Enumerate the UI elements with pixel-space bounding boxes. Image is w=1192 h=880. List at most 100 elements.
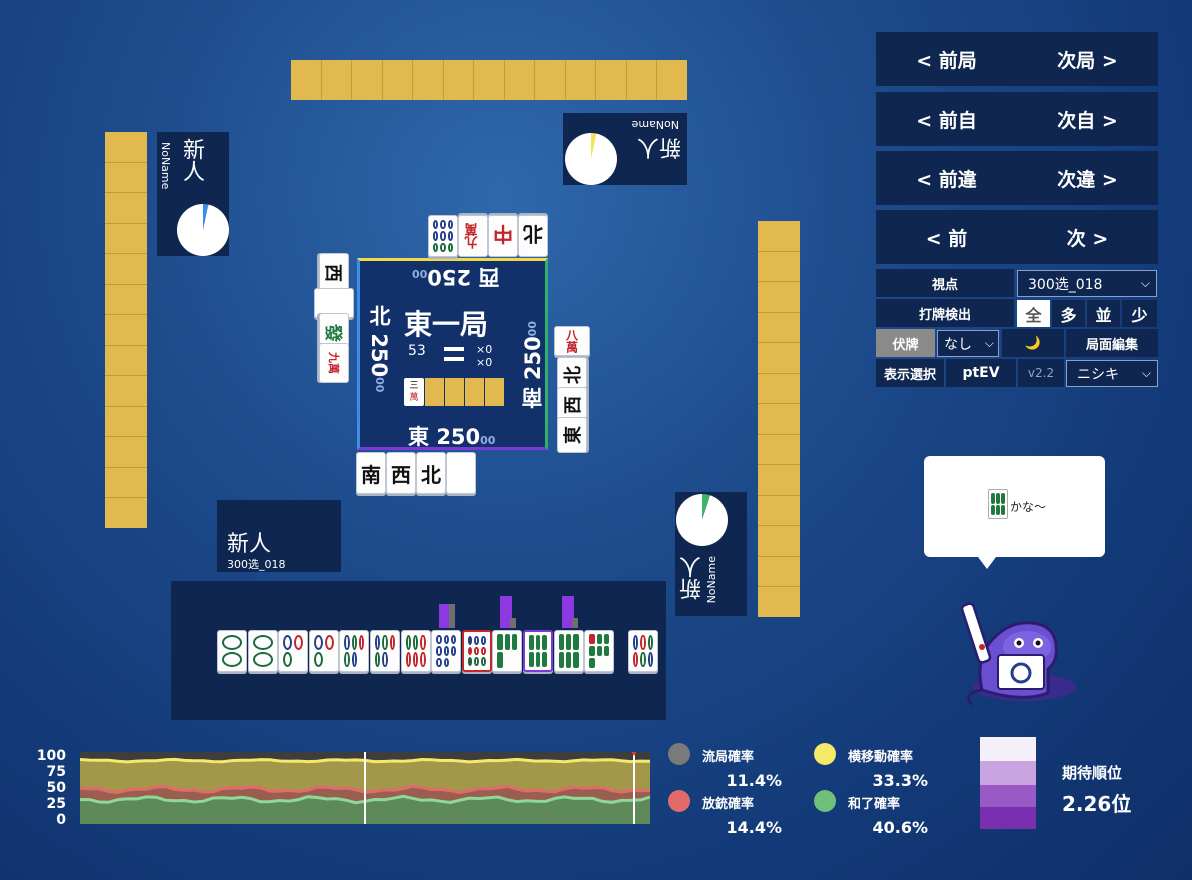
left-player-id: NoName	[159, 142, 172, 190]
hand-pin-tile[interactable]	[461, 630, 492, 672]
ptev-button[interactable]: ptEV	[946, 359, 1016, 387]
wall-tile	[758, 465, 800, 495]
hand-pin-tile[interactable]	[431, 630, 462, 672]
score-top-sub: 00	[412, 267, 428, 280]
detect-option-all[interactable]: 全	[1017, 300, 1050, 327]
wall-tile	[504, 60, 534, 100]
left-player-panel: 新人 NoName	[157, 132, 229, 256]
top-discard-tile: 九萬	[458, 215, 488, 257]
score-left-wind: 北	[367, 305, 392, 326]
hand-pin-tile[interactable]	[278, 630, 309, 672]
hand-pin-tile[interactable]	[400, 630, 431, 672]
dora-hidden-tile-1	[425, 378, 444, 406]
top-discard-tile: 北	[518, 215, 548, 257]
score-left-sub: 00	[373, 377, 386, 393]
next-round-button[interactable]: 次局 >	[1057, 49, 1118, 72]
wall-tile	[105, 467, 147, 497]
legend-label-yokoido: 横移動確率	[848, 750, 914, 765]
wall-tile	[321, 60, 351, 100]
wall-tile	[657, 60, 687, 100]
bottom-discard-tile: 南	[356, 452, 386, 494]
expected-rank-gauge	[980, 737, 1036, 829]
prev-diff-button[interactable]: < 前違	[916, 168, 977, 191]
wall-tile	[758, 434, 800, 464]
wall-tile	[105, 193, 147, 223]
left-discard-label: 發	[322, 324, 343, 342]
dora-hidden-tile-3	[465, 378, 484, 406]
viewpoint-select[interactable]: 300选_018 ⌵	[1017, 270, 1157, 297]
wall-tile	[758, 556, 800, 586]
left-wall	[105, 132, 147, 528]
model-select[interactable]: ニシキ ⌵	[1066, 360, 1158, 387]
diff-nav: < 前違 次違 >	[876, 151, 1158, 205]
hand-sou-tile[interactable]	[553, 630, 584, 672]
eval-bar-secondary	[571, 618, 578, 628]
drawn-pin-tile[interactable]	[628, 630, 658, 672]
left-player-pie	[177, 204, 229, 256]
legend-label-houra: 和了確率	[848, 797, 901, 812]
chevron-down-icon: ⌵	[984, 336, 994, 350]
wall-tile	[626, 60, 656, 100]
hidden-tiles-select[interactable]: なし ⌵	[937, 330, 999, 357]
moon-icon[interactable]: 🌙	[1002, 329, 1064, 357]
right-wall	[758, 221, 800, 617]
wall-tile	[105, 437, 147, 467]
detect-option-few[interactable]: 少	[1122, 300, 1157, 327]
detect-option-normal[interactable]: 並	[1087, 300, 1120, 327]
step-nav: < 前 次 >	[876, 210, 1158, 264]
score-left-value: 250	[367, 333, 391, 378]
right-discard-label: 北	[563, 366, 584, 384]
eval-bar-secondary	[449, 604, 456, 628]
prev-round-button[interactable]: < 前局	[916, 49, 977, 72]
wall-tile	[105, 498, 147, 528]
detect-option-many[interactable]: 多	[1052, 300, 1085, 327]
wall-tile	[758, 221, 800, 251]
wall-tile	[596, 60, 626, 100]
hand-sou-tile[interactable]	[523, 630, 553, 672]
wall-tile	[758, 251, 800, 281]
hand-sou-tile[interactable]	[584, 630, 615, 672]
hidden-tiles-button[interactable]: 伏牌	[876, 329, 935, 357]
wall-tile	[105, 223, 147, 253]
hand-pin-tile[interactable]	[247, 630, 278, 672]
eval-bar	[500, 596, 513, 628]
top-discard-label: 中	[493, 222, 513, 247]
board-edit-button[interactable]: 局面編集	[1066, 329, 1158, 357]
legend-dot-ryukyoku	[668, 743, 690, 765]
wall-tile	[352, 60, 382, 100]
score-bottom-value: 250	[436, 425, 481, 449]
wall-tile	[413, 60, 443, 100]
viewpoint-label: 視点	[876, 269, 1014, 297]
next-diff-button[interactable]: 次違 >	[1057, 168, 1118, 191]
bottom-player-id: 300选_018	[227, 558, 286, 571]
score-right-wind: 南	[520, 387, 545, 409]
next-button[interactable]: 次 >	[1066, 227, 1109, 250]
score-bottom-sub: 00	[480, 434, 496, 447]
hand-pin-tile[interactable]	[308, 630, 339, 672]
y-tick-label: 100	[36, 748, 66, 764]
wall-tile	[474, 60, 504, 100]
hand-pin-tile[interactable]	[217, 630, 247, 672]
dora-number: 三	[409, 381, 419, 391]
score-bottom: 東 25000	[408, 421, 495, 451]
left-discard-tile: 九萬	[319, 343, 349, 383]
hand-sou-tile[interactable]	[492, 630, 523, 672]
probability-chart[interactable]	[80, 752, 650, 824]
hand-pin-tile[interactable]	[370, 630, 400, 672]
riichi-count: ×0	[476, 356, 493, 369]
next-self-button[interactable]: 次自 >	[1057, 109, 1118, 132]
hand-pin-tile[interactable]	[339, 630, 370, 672]
wall-tile	[758, 373, 800, 403]
snake-mascot-icon	[960, 602, 1076, 706]
honba-stick-icon	[444, 347, 464, 351]
legend-value-yokoido: 33.3%	[872, 771, 928, 790]
prev-self-button[interactable]: < 前自	[916, 109, 977, 132]
score-left: 北 25000	[364, 305, 394, 392]
wall-tile	[758, 404, 800, 434]
score-bottom-wind: 東	[408, 424, 429, 449]
wall-tile	[758, 495, 800, 525]
score-top-value: 250	[427, 265, 472, 289]
prev-button[interactable]: < 前	[925, 227, 968, 250]
bottom-discard-blank-tile	[446, 452, 476, 494]
speech-bubble: かな～	[924, 456, 1105, 557]
